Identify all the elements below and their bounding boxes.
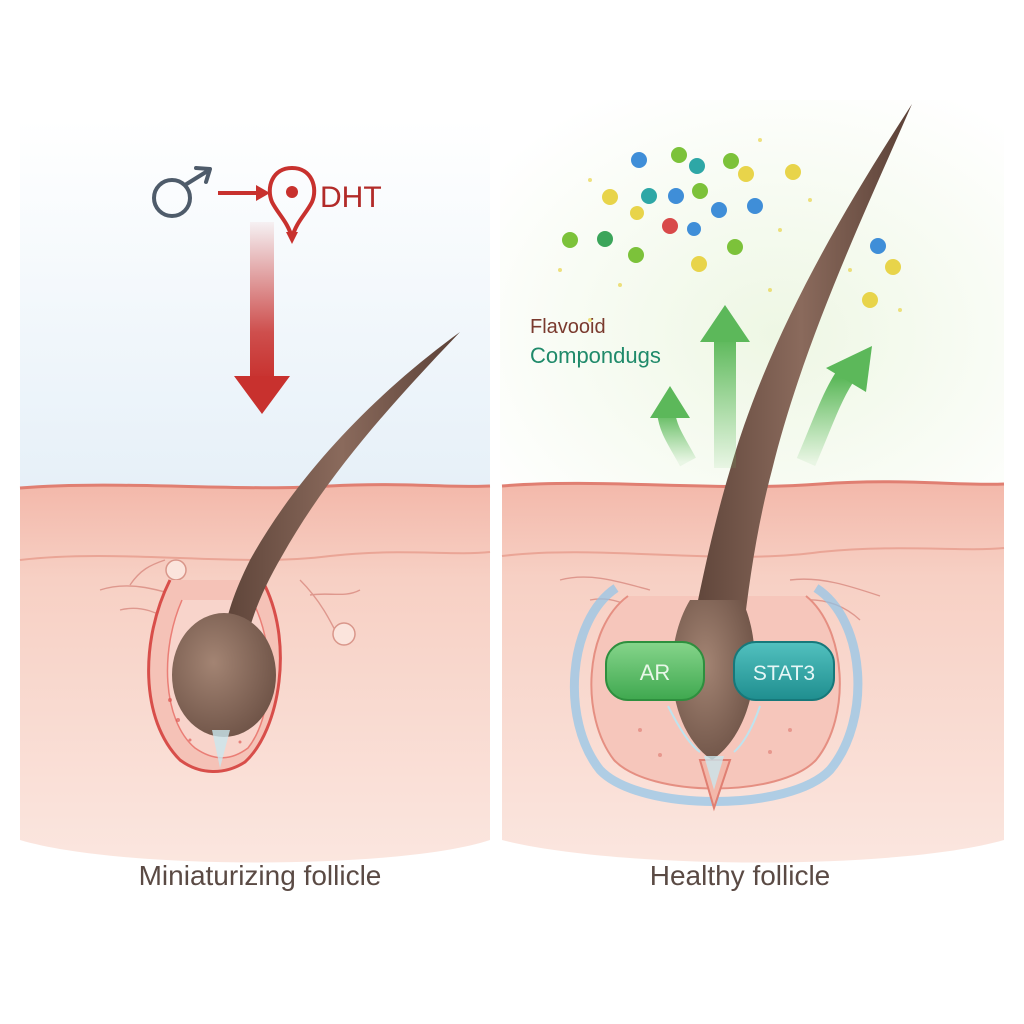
compound-label-line1: Flavooid [530, 316, 606, 338]
stat3-label: STAT3 [753, 662, 815, 685]
growth-arrow-1 [650, 386, 696, 467]
left-gland-1 [165, 559, 187, 581]
ar-label: AR [640, 660, 671, 685]
dht-down-arrow [234, 222, 290, 414]
growth-arrow-3 [796, 346, 872, 467]
dht-molecule-icon [267, 165, 317, 244]
conversion-arrow-icon [218, 185, 270, 201]
left-hair-bulb [172, 613, 276, 737]
stat3-receptor-pill: STAT3 [733, 641, 835, 701]
dht-label: DHT [320, 181, 382, 214]
right-hair-bulb [672, 600, 755, 760]
male-symbol-icon [152, 166, 212, 218]
right-caption: Healthy follicle [649, 860, 831, 891]
left-skin-section [19, 332, 491, 863]
left-caption: Miniaturizing follicle [138, 860, 382, 891]
compound-label-line2: Compondugs [530, 343, 661, 368]
right-hair-shaft [690, 104, 912, 644]
growth-arrow-2 [700, 305, 750, 468]
ar-receptor-pill: AR [605, 641, 705, 701]
left-gland-2 [332, 622, 356, 646]
flavonoid-particles [558, 138, 902, 322]
